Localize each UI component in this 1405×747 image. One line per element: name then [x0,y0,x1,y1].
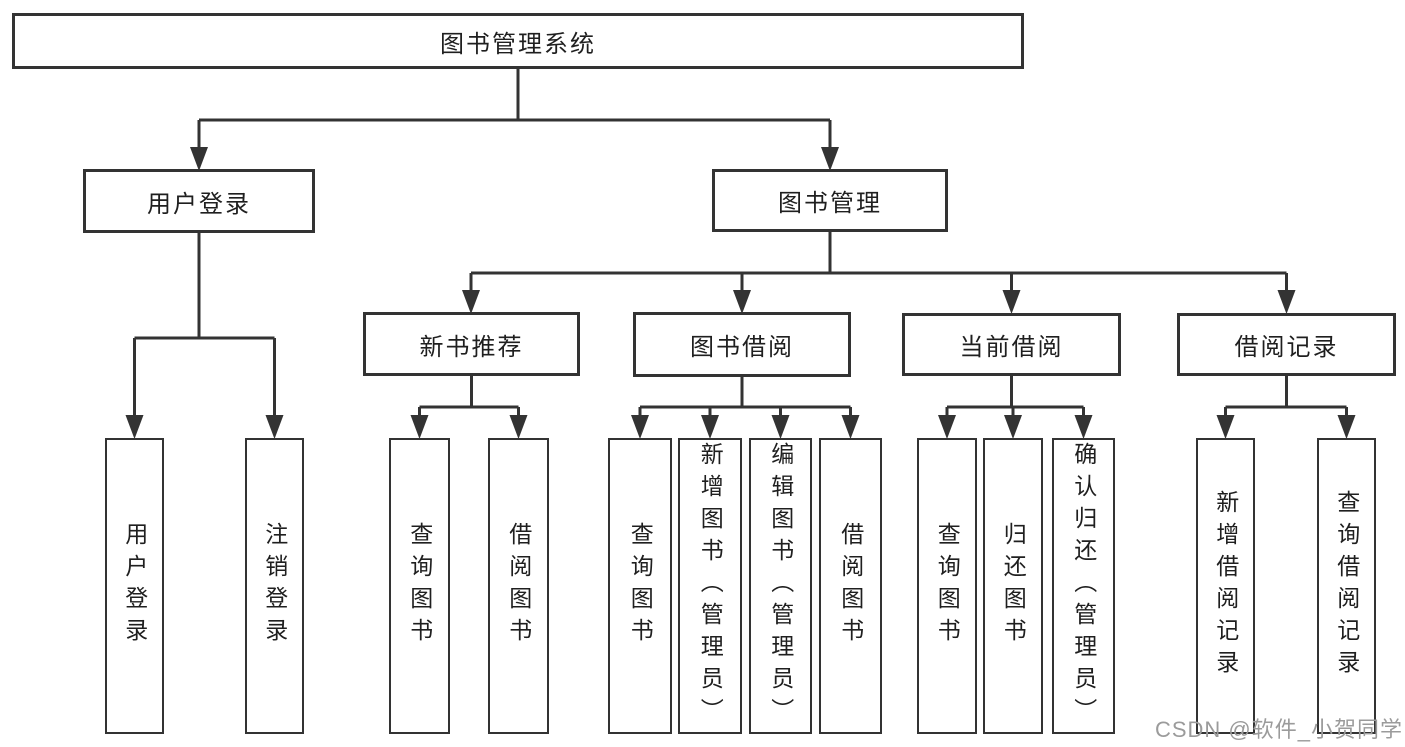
arrow-down-icon [733,290,751,314]
node-label: 确认归还（管理员） [1070,442,1097,730]
node-label: 归还图书 [1000,522,1027,650]
leaf-query-borrow-record: 查询借阅记录 [1317,438,1376,734]
leaf-borrow-books-borrowing: 借阅图书 [819,438,882,734]
arrow-down-icon [821,147,839,171]
node-label: 图书管理 [778,190,882,217]
node-label: 新增借阅记录 [1212,490,1239,682]
arrow-down-icon [938,415,956,439]
csdn-watermark: CSDN @软件_小贺同学 [1154,717,1403,742]
node-borrowing-records: 借阅记录 [1177,313,1396,376]
leaf-query-books-current: 查询图书 [917,438,977,734]
node-label: 查询图书 [406,522,433,650]
arrow-down-icon [509,415,528,439]
arrow-down-icon [1337,415,1356,439]
node-label: 查询图书 [934,522,961,650]
node-user-login: 用户登录 [83,169,315,233]
node-label: 新增图书（管理员） [697,442,724,730]
node-label: 图书管理系统 [440,30,596,58]
arrow-down-icon [462,290,480,314]
arrow-down-icon [410,415,429,439]
leaf-return-books: 归还图书 [983,438,1043,734]
arrow-down-icon [125,415,144,439]
node-label: 新书推荐 [419,333,524,361]
node-label: 图书借阅 [690,334,794,361]
node-label: 注销登录 [261,522,288,650]
leaf-query-books-borrowing: 查询图书 [608,438,672,734]
leaf-edit-books-admin: 编辑图书（管理员） [749,438,812,734]
node-label: 编辑图书（管理员） [767,442,794,730]
connector-current-to-leaves [945,376,1085,417]
node-label: 借阅记录 [1234,334,1339,361]
arrow-down-icon [1216,415,1235,439]
node-current-borrowing: 当前借阅 [902,313,1121,376]
arrow-down-icon [1002,290,1021,314]
node-book-management: 图书管理 [712,169,948,232]
arrow-down-icon [631,415,649,439]
connector-root-to-level2 [197,69,832,148]
arrow-down-icon [771,415,790,439]
arrow-down-icon [1277,290,1296,314]
leaf-add-books-admin: 新增图书（管理员） [678,438,742,734]
node-label: 借阅图书 [505,522,532,650]
leaf-confirm-return-admin: 确认归还（管理员） [1052,438,1115,734]
node-label: 借阅图书 [837,522,864,650]
arrow-down-icon [1004,415,1022,439]
connector-mgmt-to-level3 [469,232,1288,291]
node-label: 用户登录 [121,522,148,650]
leaf-user-login: 用户登录 [105,438,164,734]
arrow-down-icon [701,415,719,439]
connector-records-to-leaves [1224,376,1348,417]
arrow-down-icon [1074,415,1093,439]
node-label: 查询图书 [627,522,654,650]
leaf-add-borrow-record: 新增借阅记录 [1196,438,1255,734]
node-book-borrowing: 图书借阅 [633,312,851,377]
leaf-logout: 注销登录 [245,438,304,734]
leaf-borrow-books-recommend: 借阅图书 [488,438,549,734]
node-new-book-recommend: 新书推荐 [363,312,580,376]
arrow-down-icon [265,415,284,439]
node-label: 用户登录 [147,190,251,218]
connector-borrowing-to-leaves [638,377,852,417]
arrow-down-icon [190,147,208,171]
node-library-management-system: 图书管理系统 [12,13,1024,69]
node-label: 当前借阅 [959,334,1064,361]
leaf-query-books-recommend: 查询图书 [389,438,450,734]
connector-login-to-leaves [133,233,276,417]
connector-recommend-to-leaves [418,376,520,417]
node-label: 查询借阅记录 [1333,490,1360,682]
arrow-down-icon [841,415,860,439]
